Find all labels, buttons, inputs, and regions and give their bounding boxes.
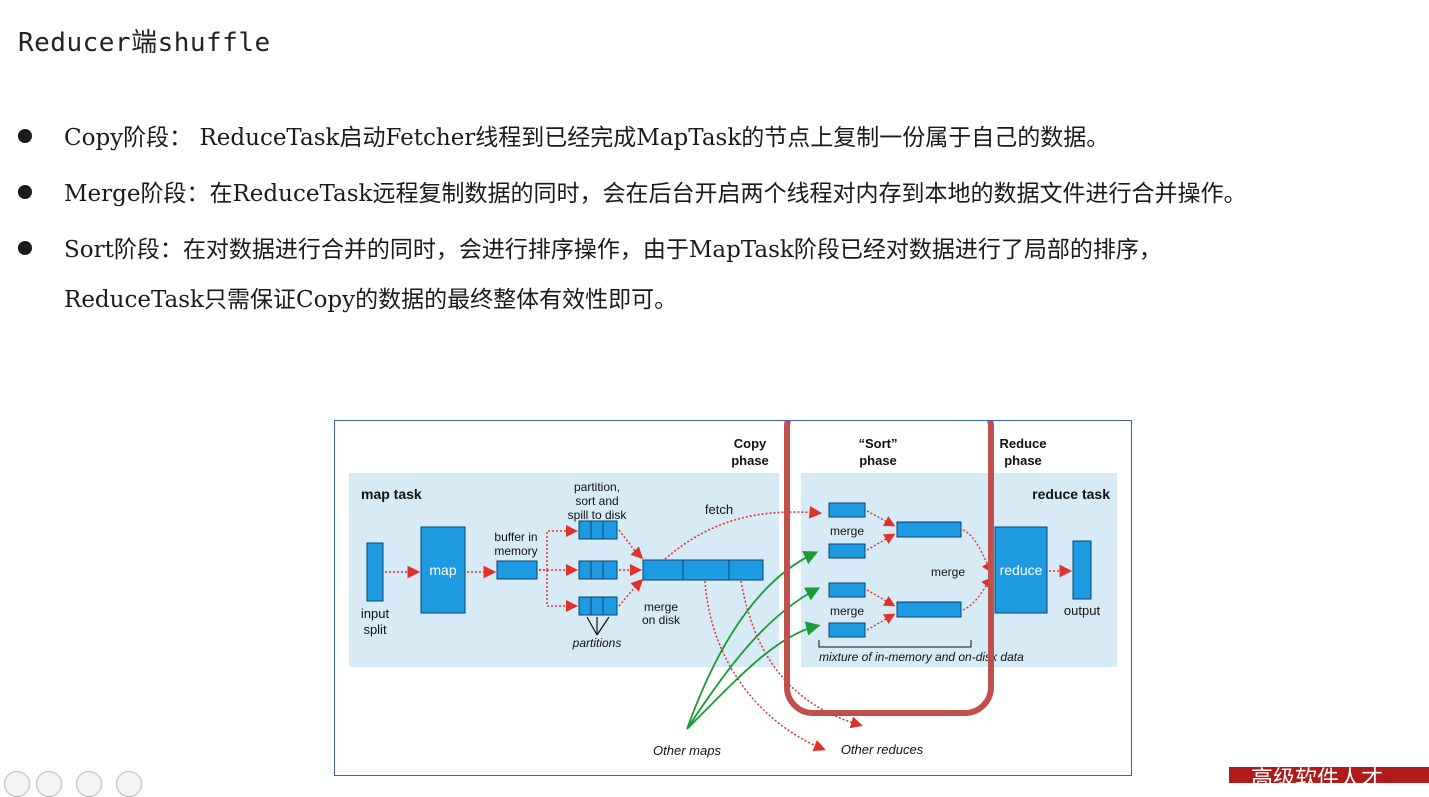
shuffle-diagram-svg: Copy phase “Sort” phase Reduce phase map…	[349, 421, 1117, 758]
merge-arrow-4	[866, 613, 896, 631]
bullet-dot	[18, 241, 32, 255]
merge-arrow-2	[866, 533, 896, 551]
presentation-toolbar	[0, 771, 160, 797]
merge-label-final: merge	[931, 565, 965, 579]
output-label: output	[1064, 603, 1101, 618]
spill-3-to-merge-arrow	[618, 578, 644, 607]
partition-pointer-1	[586, 616, 598, 636]
partition-pointer-3	[596, 616, 610, 636]
spill-1-to-merge-arrow	[618, 529, 644, 560]
other-maps-label: Other maps	[653, 743, 721, 758]
bullet-text: ReduceTask只需保证Copy的数据的最终整体有效性即可。	[64, 287, 678, 313]
to-other-reduces-arrow-2	[740, 580, 863, 729]
merge-on-disk-label-1: merge	[644, 600, 678, 614]
map-label: map	[429, 562, 456, 578]
reduce-input-buffer-2	[828, 543, 866, 559]
bullet-text: Merge阶段：在ReduceTask远程复制数据的同时，会在后台开启两个线程对…	[64, 181, 1247, 207]
input-split-label-1: input	[361, 606, 390, 621]
merge-label-bottom: merge	[830, 604, 864, 618]
partition-label-1: partition,	[574, 480, 620, 494]
reduce-block	[994, 526, 1048, 614]
mixture-bracket	[818, 640, 972, 648]
more-icon[interactable]	[116, 771, 142, 797]
spill-file-2	[578, 560, 618, 580]
merge-to-reduce-arrow-1	[962, 529, 993, 574]
fetch-label: fetch	[705, 502, 733, 517]
merged-segment-top	[896, 521, 962, 538]
buffer-label-1: buffer in	[494, 530, 537, 544]
sort-phase-label-2: phase	[859, 453, 897, 468]
zoom-icon[interactable]	[76, 771, 102, 797]
reduce-input-buffer-3	[828, 582, 866, 598]
other-map-arrow-3	[686, 621, 821, 730]
reduce-phase-label-2: phase	[1004, 453, 1042, 468]
mixture-label: mixture of in-memory and on-disk data	[819, 650, 1024, 664]
bullet-dot	[18, 129, 32, 143]
partitions-label: partitions	[572, 636, 622, 650]
page-title: Reducer端shuffle	[18, 28, 271, 58]
copy-phase-label-1: Copy	[734, 436, 767, 451]
buffer-label-2: memory	[494, 544, 537, 558]
map-block	[420, 526, 466, 614]
reduce-input-buffer-4	[828, 622, 866, 638]
reduce-input-buffer-1	[828, 502, 866, 518]
other-reduces-label: Other reduces	[841, 742, 924, 757]
input-split-block	[366, 542, 384, 602]
sort-phase-highlight	[784, 421, 994, 716]
other-map-arrow-1	[686, 551, 819, 730]
shuffle-diagram: Copy phase “Sort” phase Reduce phase map…	[334, 420, 1132, 776]
map-task-label: map task	[361, 486, 422, 502]
merge-on-disk-label-2: on disk	[642, 613, 681, 627]
sort-phase-label-1: “Sort”	[859, 436, 898, 451]
bullet-text: Sort阶段：在对数据进行合并的同时，会进行排序操作，由于MapTask阶段已经…	[64, 237, 1162, 263]
footer-banner: 高级软件人才	[1229, 767, 1429, 783]
reduce-phase-label-1: Reduce	[1000, 436, 1047, 451]
footer-text: 高级软件人才	[1251, 767, 1384, 783]
reduce-label: reduce	[1000, 562, 1043, 578]
merged-output-file	[642, 559, 764, 581]
buffer-block	[496, 560, 538, 580]
copy-phase-label-2: phase	[731, 453, 769, 468]
spill-file-1	[578, 520, 618, 540]
merge-label-top: merge	[830, 524, 864, 538]
partition-label-2: sort and	[575, 494, 618, 508]
other-map-arrow-2	[686, 587, 821, 730]
spill-file-3	[578, 596, 618, 616]
bullet-dot	[18, 185, 32, 199]
reduce-task-label: reduce task	[1032, 486, 1110, 502]
slides-icon[interactable]	[36, 771, 62, 797]
input-split-label-2: split	[363, 622, 387, 637]
merge-arrow-1	[866, 510, 896, 527]
merged-segment-bottom	[896, 601, 962, 618]
output-block	[1072, 540, 1092, 600]
pen-tool-icon[interactable]	[4, 771, 30, 797]
merge-arrow-3	[866, 589, 896, 607]
buffer-to-spill-3-arrow	[546, 570, 578, 612]
bullet-text: Copy阶段： ReduceTask启动Fetcher线程到已经完成MapTas…	[64, 125, 1110, 151]
partition-label-3: spill to disk	[568, 508, 628, 522]
to-other-reduces-arrow-1	[704, 580, 826, 752]
